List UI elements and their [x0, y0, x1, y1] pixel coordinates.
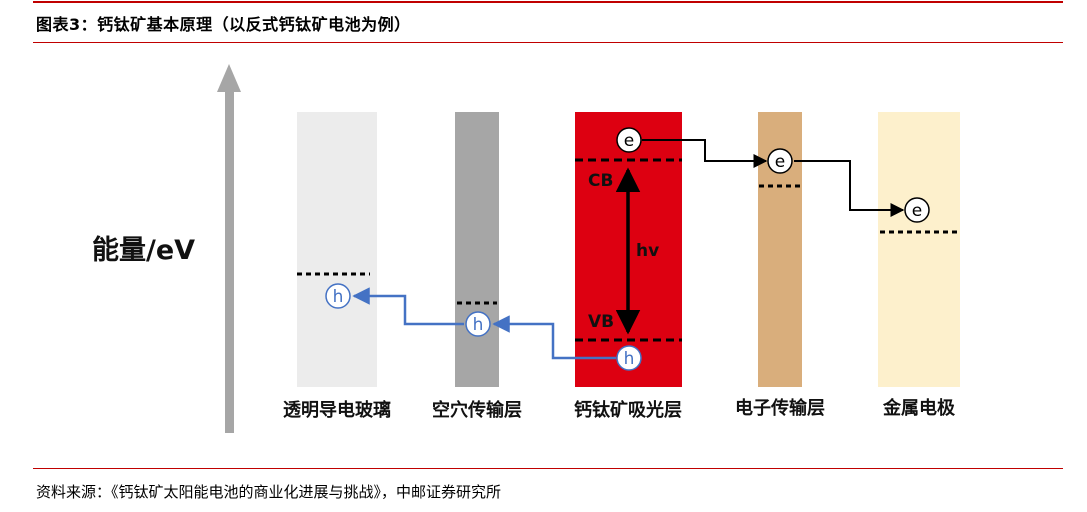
layer-label-tco: 透明导电玻璃 — [283, 399, 391, 421]
cb-label: CB — [588, 171, 613, 191]
layer-bar-metal — [878, 112, 960, 387]
electron-path — [642, 139, 768, 168]
layer-label-perovskite: 钙钛矿吸光层 — [574, 399, 682, 421]
source-note: 资料来源：《钙钛矿太阳能电池的商业化进展与挑战》，中邮证券研究所 — [36, 483, 502, 501]
layer-bar-tco — [297, 112, 377, 387]
electron-etl: e — [767, 148, 793, 174]
svg-text:h: h — [473, 315, 484, 335]
hole-tco: h — [325, 283, 351, 309]
layer-label-htl: 空穴传输层 — [432, 399, 522, 421]
hole-htl: h — [465, 311, 491, 337]
svg-text:h: h — [333, 287, 344, 307]
energy-axis-label: 能量/eV — [92, 234, 195, 266]
figure-title: 图表3：钙钛矿基本原理（以反式钙钛矿电池为例） — [36, 15, 411, 34]
electron-path-2 — [794, 160, 905, 217]
energy-axis-arrowhead — [217, 64, 241, 92]
svg-text:e: e — [624, 131, 634, 151]
photon-label: hv — [636, 241, 659, 261]
header-top-rule — [33, 1, 1063, 3]
hole-path — [492, 315, 616, 360]
layer-label-metal: 金属电极 — [882, 397, 956, 419]
footer-rule — [33, 468, 1063, 469]
electron-metal: e — [904, 197, 930, 223]
vb-label: VB — [588, 312, 614, 332]
svg-text:e: e — [775, 152, 785, 172]
energy-axis-shaft — [225, 88, 234, 433]
layer-bar-htl — [455, 112, 499, 387]
electron-perovskite: e — [616, 127, 642, 153]
header-bottom-rule — [33, 42, 1063, 43]
svg-text:e: e — [912, 201, 922, 221]
hole-path-2 — [352, 287, 464, 326]
hole-perovskite: h — [616, 345, 642, 371]
svg-text:h: h — [624, 349, 635, 369]
layer-label-etl: 电子传输层 — [735, 397, 825, 419]
